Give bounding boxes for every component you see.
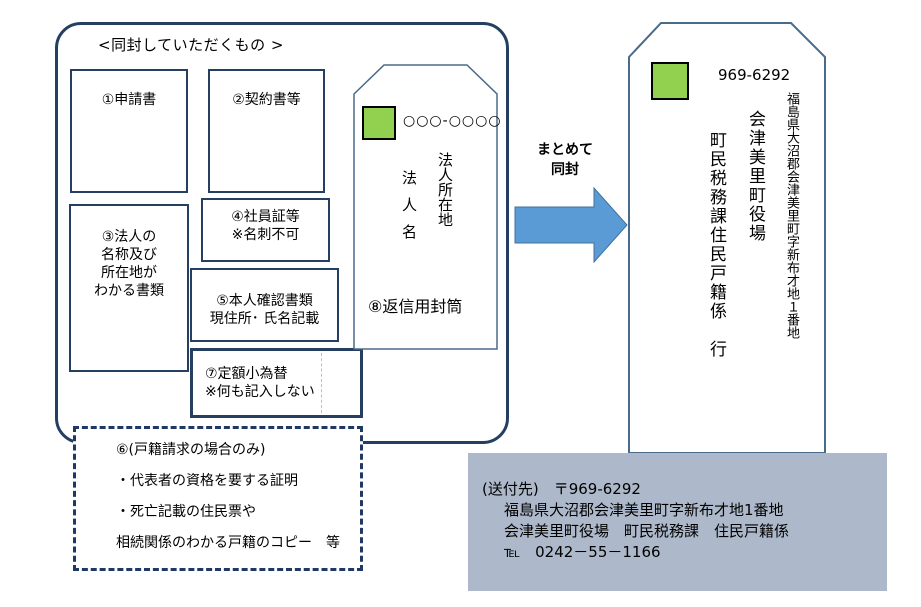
- arrow-label-line: まとめて: [537, 142, 593, 158]
- item-employee-id: ④社員証等 ※名刺不可: [201, 198, 330, 262]
- item-corporate-document-line: 名称及び: [101, 247, 157, 263]
- destination-postal-code: 969-6292: [718, 66, 791, 84]
- item-family-register-documents: ⑥(戸籍請求の場合のみ) ・代表者の資格を要する証明 ・死亡記載の住民票や 相続…: [73, 426, 363, 571]
- item-identity-document: ⑤本人確認書類 現住所･ 氏名記載: [190, 268, 339, 342]
- return-envelope-address-label: 法人所在地: [436, 152, 454, 227]
- item-corporate-document-line: ③法人の: [101, 229, 157, 245]
- item-application-form: ①申請書: [70, 69, 188, 193]
- send-to-box: (送付先) 〒969-6292 福島県大沼郡会津美里町字新布才地1番地 会津美里…: [468, 453, 887, 591]
- item-family-register-line: ⑥(戸籍請求の場合のみ): [116, 442, 266, 458]
- destination-envelope-stamp: [651, 62, 689, 100]
- item-identity-document-note: 現住所･ 氏名記載: [209, 311, 320, 327]
- item-postal-money-order-note: ※何も記入しない: [205, 384, 315, 400]
- send-to-office: 会津美里町役場 町民税務課 住民戸籍係: [504, 522, 790, 540]
- item-corporate-document: ③法人の 名称及び 所在地が わかる書類: [69, 204, 189, 372]
- return-envelope-caption: ⑧返信用封筒: [368, 297, 463, 316]
- arrow-label-line: 同封: [551, 162, 579, 178]
- send-to-address: 福島県大沼郡会津美里町字新布才地1番地: [504, 501, 784, 519]
- destination-address: 福島県大沼郡会津美里町字新布才地１番地: [784, 92, 799, 339]
- item-contract-label: ②契約書等: [232, 92, 301, 108]
- item-corporate-document-line: 所在地が: [101, 265, 157, 281]
- item-employee-id-note: ※名刺不可: [231, 227, 300, 243]
- arrow-label: まとめて 同封: [530, 140, 600, 180]
- item-family-register-line: 相続関係のわかる戸籍のコピー 等: [116, 535, 340, 551]
- item-family-register-line: ・代表者の資格を要する証明: [116, 473, 298, 489]
- item-application-form-label: ①申請書: [101, 92, 157, 108]
- item-employee-id-line: ④社員証等: [231, 209, 300, 225]
- item-identity-document-line: ⑤本人確認書類: [216, 293, 313, 309]
- perforation-line: [321, 353, 322, 413]
- item-postal-money-order: ⑦定額小為替 ※何も記入しない: [190, 348, 363, 418]
- item-postal-money-order-line: ⑦定額小為替: [205, 366, 288, 382]
- item-contract: ②契約書等: [208, 69, 325, 193]
- send-to-phone: ℡ 0242－55－1166: [504, 543, 661, 561]
- return-envelope-name-label: 法人名: [400, 170, 418, 251]
- right-arrow-icon: [514, 187, 628, 263]
- return-envelope-postal-code: ○○○-○○○○: [403, 113, 502, 129]
- destination-office: 会津美里町役場: [745, 110, 765, 243]
- destination-department: 町民税務課住民戸籍係 行: [706, 131, 726, 359]
- send-to-header: (送付先) 〒969-6292: [482, 480, 641, 498]
- enclosures-title: <同封していただくもの >: [98, 36, 284, 54]
- item-family-register-line: ・死亡記載の住民票や: [116, 504, 256, 520]
- return-envelope-stamp: [362, 106, 396, 140]
- item-corporate-document-line: わかる書類: [94, 283, 164, 299]
